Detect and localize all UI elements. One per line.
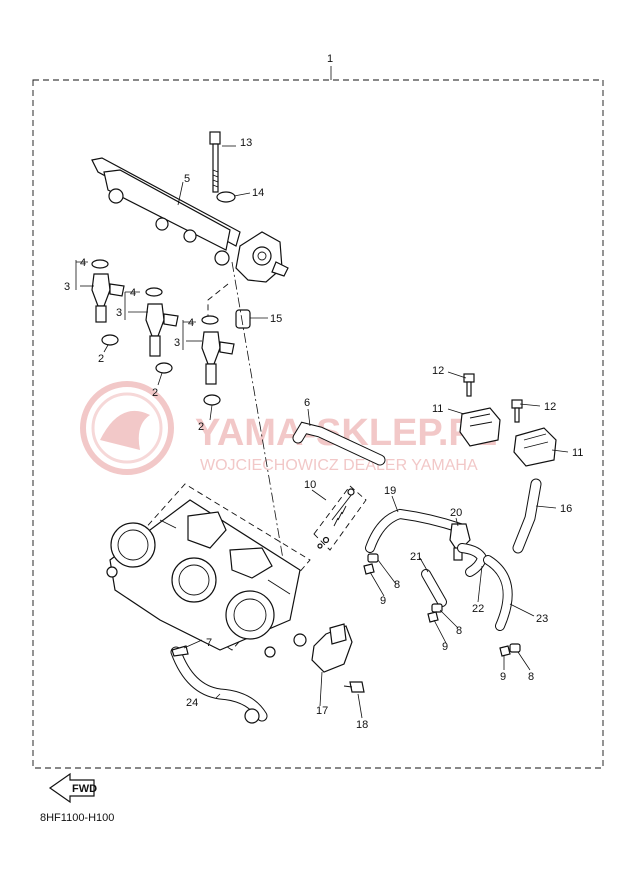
callout-12-b: 12 <box>544 401 556 413</box>
callout-8-a: 8 <box>394 579 400 591</box>
watermark-sub: WOJCIECHOWICZ DEALER YAMAHA <box>200 457 478 474</box>
watermark: YAMA-SKLEP.PL WOJCIECHOWICZ DEALER YAMAH… <box>80 381 497 475</box>
callout-15: 15 <box>270 313 282 325</box>
callout-6: 6 <box>304 397 310 409</box>
throttle-body <box>106 483 311 658</box>
callout-9-a: 9 <box>380 595 386 607</box>
callout-5: 5 <box>184 173 190 185</box>
clip-9-c <box>499 645 511 657</box>
fwd-label: FWD <box>72 783 97 795</box>
screw-12-left <box>463 373 475 397</box>
callout-3-a: 3 <box>64 281 70 293</box>
callouts: 1 13 5 14 4 3 4 3 4 3 15 2 2 2 12 12 6 1… <box>64 53 583 731</box>
collar-15 <box>235 309 251 329</box>
callout-17: 17 <box>316 705 328 717</box>
screw-set-10 <box>313 485 367 551</box>
injector-set-3 <box>201 315 235 406</box>
bolt-13 <box>209 131 221 193</box>
callout-7: 7 <box>206 637 212 649</box>
callout-20: 20 <box>450 507 462 519</box>
callout-3-c: 3 <box>174 337 180 349</box>
fuel-rail <box>91 157 289 283</box>
callout-23: 23 <box>536 613 548 625</box>
callout-24: 24 <box>186 697 198 709</box>
sensor-17 <box>311 623 353 673</box>
callout-16: 16 <box>560 503 572 515</box>
callout-21: 21 <box>410 551 422 563</box>
clip-9-a <box>363 563 375 575</box>
callout-8-b: 8 <box>456 625 462 637</box>
callout-14: 14 <box>252 187 264 199</box>
injector-set-1 <box>91 259 125 346</box>
sensor-11-left <box>459 407 501 447</box>
callout-13: 13 <box>240 137 252 149</box>
clip-7 <box>171 645 189 657</box>
callout-10: 10 <box>304 479 316 491</box>
washer-14 <box>216 191 236 203</box>
cap-8-b <box>431 603 443 613</box>
injector-set-2 <box>145 287 179 374</box>
callout-18: 18 <box>356 719 368 731</box>
callout-12-a: 12 <box>432 365 444 377</box>
callout-19: 19 <box>384 485 396 497</box>
callout-3-b: 3 <box>116 307 122 319</box>
leader-lines <box>75 145 569 719</box>
fwd-arrow-icon: FWD <box>48 772 97 804</box>
clip-9-b <box>427 611 439 623</box>
sensor-11-right <box>513 427 557 467</box>
callout-4-a: 4 <box>80 257 86 269</box>
screw-12-right <box>511 399 523 423</box>
callout-9-b: 9 <box>442 641 448 653</box>
callout-22: 22 <box>472 603 484 615</box>
cap-8-c <box>509 643 521 653</box>
callout-11-b: 11 <box>572 447 583 459</box>
diagram-code: 8HF1100-H100 <box>40 812 115 824</box>
callout-1: 1 <box>327 53 333 65</box>
callout-4-b: 4 <box>130 287 136 299</box>
callout-2-c: 2 <box>198 421 204 433</box>
bolt-18 <box>343 681 365 693</box>
callout-2-a: 2 <box>98 353 104 365</box>
callout-2-b: 2 <box>152 387 158 399</box>
assembly-frame <box>32 79 604 769</box>
callout-8-c: 8 <box>528 671 534 683</box>
callout-9-c: 9 <box>500 671 506 683</box>
joint-20 <box>449 523 471 561</box>
cap-8-a <box>367 553 379 563</box>
callout-11-a: 11 <box>432 403 443 415</box>
callout-4-c: 4 <box>188 317 194 329</box>
